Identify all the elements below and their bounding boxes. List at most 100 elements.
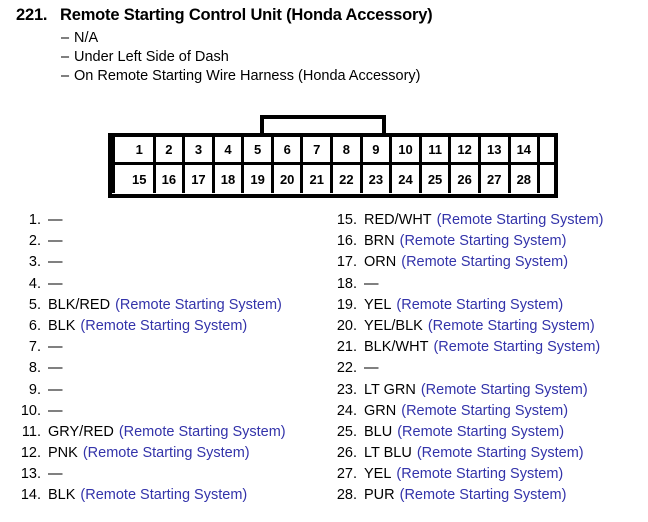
pin-system-label: (Remote Starting System)	[82, 445, 250, 462]
detail-dash-icon: –	[61, 68, 70, 84]
pin-system-label: (Remote Starting System)	[401, 402, 569, 419]
pin-list-left: 1.—2.—3.—4.—5.BLK/RED(Remote Starting Sy…	[18, 212, 338, 509]
pin-number: 6.	[28, 317, 41, 334]
connector-pin-9: 9	[362, 137, 393, 165]
pin-system-label: (Remote Starting System)	[396, 296, 564, 313]
pin-empty-marker: —	[48, 233, 63, 250]
pin-number: 4.	[28, 275, 41, 292]
section-detail-list: –N/A–Under Left Side of Dash–On Remote S…	[16, 29, 636, 86]
pin-wire-color: LT BLU	[364, 445, 412, 462]
connector-pad-right	[540, 137, 555, 165]
connector-pin-22: 22	[333, 165, 363, 193]
pin-list-right: 15.RED/WHT(Remote Starting System)16.BRN…	[334, 212, 644, 509]
section-detail-item: –N/A	[61, 29, 636, 48]
pin-row: 14. BLK(Remote Starting System)	[18, 487, 338, 508]
pin-number: 27.	[336, 466, 357, 483]
pin-row: 20. YEL/BLK(Remote Starting System)	[334, 318, 644, 339]
pin-system-label: (Remote Starting System)	[427, 317, 595, 334]
connector-pin-2: 2	[155, 137, 186, 165]
pin-system-label: (Remote Starting System)	[397, 423, 565, 440]
pin-number: 23.	[336, 381, 357, 398]
pin-number: 28.	[336, 487, 357, 504]
pin-row: 8.—	[18, 360, 338, 381]
pin-row: 27.YEL(Remote Starting System)	[334, 466, 644, 487]
pin-empty-marker: —	[48, 275, 63, 292]
pin-number: 24.	[336, 402, 357, 419]
pin-empty-marker: —	[48, 339, 63, 356]
pin-empty-marker: —	[364, 275, 379, 292]
section-header: 221. Remote Starting Control Unit (Honda…	[16, 6, 636, 86]
pin-row: 4. —	[18, 276, 338, 297]
pin-wire-color: GRY/RED	[48, 423, 114, 440]
connector-pin-12: 12	[451, 137, 481, 165]
connector-pin-6: 6	[273, 137, 304, 165]
pin-row: 16.BRN(Remote Starting System)	[334, 233, 644, 254]
pin-row: 9. —	[18, 382, 338, 403]
pin-row: 12. PNK(Remote Starting System)	[18, 445, 338, 466]
connector-pin-16: 16	[155, 165, 186, 193]
pin-number: 21.	[336, 339, 357, 356]
detail-text: N/A	[74, 30, 99, 46]
detail-dash-icon: –	[61, 30, 70, 46]
connector-pin-11: 11	[421, 137, 452, 165]
pin-wire-color: GRN	[364, 402, 397, 419]
pin-number: 12.	[20, 445, 41, 462]
pin-row: 28.PUR(Remote Starting System)	[334, 487, 644, 508]
pin-system-label: (Remote Starting System)	[399, 233, 567, 250]
pin-number: 5.	[28, 296, 41, 313]
pin-system-label: (Remote Starting System)	[80, 487, 248, 504]
pin-wire-color: PUR	[364, 487, 395, 504]
pin-wire-color: BLK/RED	[48, 296, 111, 313]
connector-latch-icon	[260, 115, 386, 137]
pin-wire-color: RED/WHT	[364, 212, 432, 228]
connector-pin-21: 21	[303, 165, 334, 193]
pin-wire-color: BLK	[48, 487, 76, 504]
pin-number: 26.	[336, 445, 357, 462]
connector-pin-24: 24	[392, 165, 422, 193]
pin-system-label: (Remote Starting System)	[420, 381, 588, 398]
pin-wire-color: PNK	[48, 445, 78, 462]
pin-number: 13.	[20, 466, 41, 483]
connector-pin-5: 5	[244, 137, 274, 165]
pin-number: 20.	[336, 317, 357, 334]
connector-pin-4: 4	[214, 137, 245, 165]
pin-row: 18. —	[334, 276, 644, 297]
connector-pad-left	[112, 165, 126, 193]
pin-empty-marker: —	[48, 212, 63, 228]
pin-number: 19.	[336, 296, 357, 313]
section-number: 221.	[16, 6, 48, 24]
pin-number: 18.	[336, 275, 357, 292]
pin-system-label: (Remote Starting System)	[80, 317, 248, 334]
connector-pin-20: 20	[273, 165, 304, 193]
connector-pin-7: 7	[303, 137, 334, 165]
connector-pin-10: 10	[392, 137, 422, 165]
pin-number: 10.	[20, 402, 41, 419]
pin-wire-color: LT GRN	[364, 381, 416, 398]
pin-row: 2. —	[18, 233, 338, 254]
pin-wire-color: BRN	[364, 233, 395, 250]
pin-number: 9.	[28, 381, 41, 398]
pin-wire-color: BLK	[48, 317, 76, 334]
pin-row: 17.ORN(Remote Starting System)	[334, 254, 644, 275]
pin-row: 13.—	[18, 466, 338, 487]
pin-number: 25.	[336, 423, 357, 440]
pin-row: 25.BLU(Remote Starting System)	[334, 424, 644, 445]
pin-row: 3.—	[18, 254, 338, 275]
pin-number: 14.	[20, 487, 41, 504]
pin-empty-marker: —	[48, 381, 63, 398]
pin-number: 7.	[28, 339, 41, 356]
connector-pin-19: 19	[244, 165, 274, 193]
pin-number: 2.	[28, 233, 41, 250]
pin-row: 24. GRN(Remote Starting System)	[334, 403, 644, 424]
pin-number: 1.	[28, 212, 41, 228]
connector-pin-25: 25	[421, 165, 452, 193]
section-detail-item: –On Remote Starting Wire Harness (Honda …	[61, 67, 636, 86]
pin-row: 23. LT GRN(Remote Starting System)	[334, 382, 644, 403]
pin-wire-color: YEL/BLK	[364, 317, 423, 334]
pin-number: 11.	[21, 423, 41, 440]
pin-system-label: (Remote Starting System)	[401, 254, 569, 271]
pin-system-label: (Remote Starting System)	[433, 339, 601, 356]
connector-pin-1: 1	[126, 137, 156, 165]
pin-number: 15.	[336, 212, 357, 228]
